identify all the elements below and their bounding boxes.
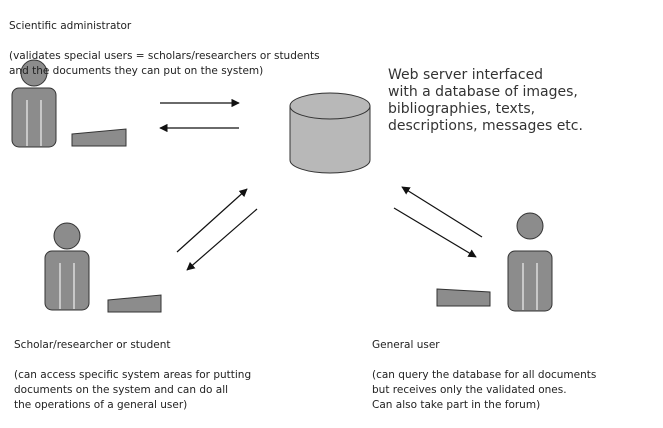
scholar-label: Scholar/researcher or student (can acces… [14,323,251,428]
admin-title: Scientific administrator [9,20,132,32]
general-user-laptop-icon [436,288,491,307]
arrow-server-to-general-user [393,207,477,258]
arrow-scholar-to-server [176,188,248,253]
general-user-label: General user (can query the database for… [372,323,596,428]
admin-label: Scientific administrator (validates spec… [9,4,320,94]
diagram-canvas [11,59,553,313]
general-user-description: (can query the database for all document… [372,369,597,411]
scholar-person-icon [44,222,90,311]
server-description: Web server interfaced with a database of… [388,67,583,134]
arrow-general-user-to-server [401,186,483,238]
scholar-description: (can access specific system areas for pu… [14,369,252,411]
admin-laptop-icon [71,128,127,147]
database-icon [289,92,371,174]
admin-person-icon [11,59,57,148]
general-user-title: General user [372,339,440,351]
arrow-server-to-scholar [186,208,258,271]
scholar-laptop-icon [107,294,162,313]
general-user-person-icon [507,212,553,312]
admin-description: (validates special users = scholars/rese… [9,50,320,77]
scholar-title: Scholar/researcher or student [14,339,171,351]
